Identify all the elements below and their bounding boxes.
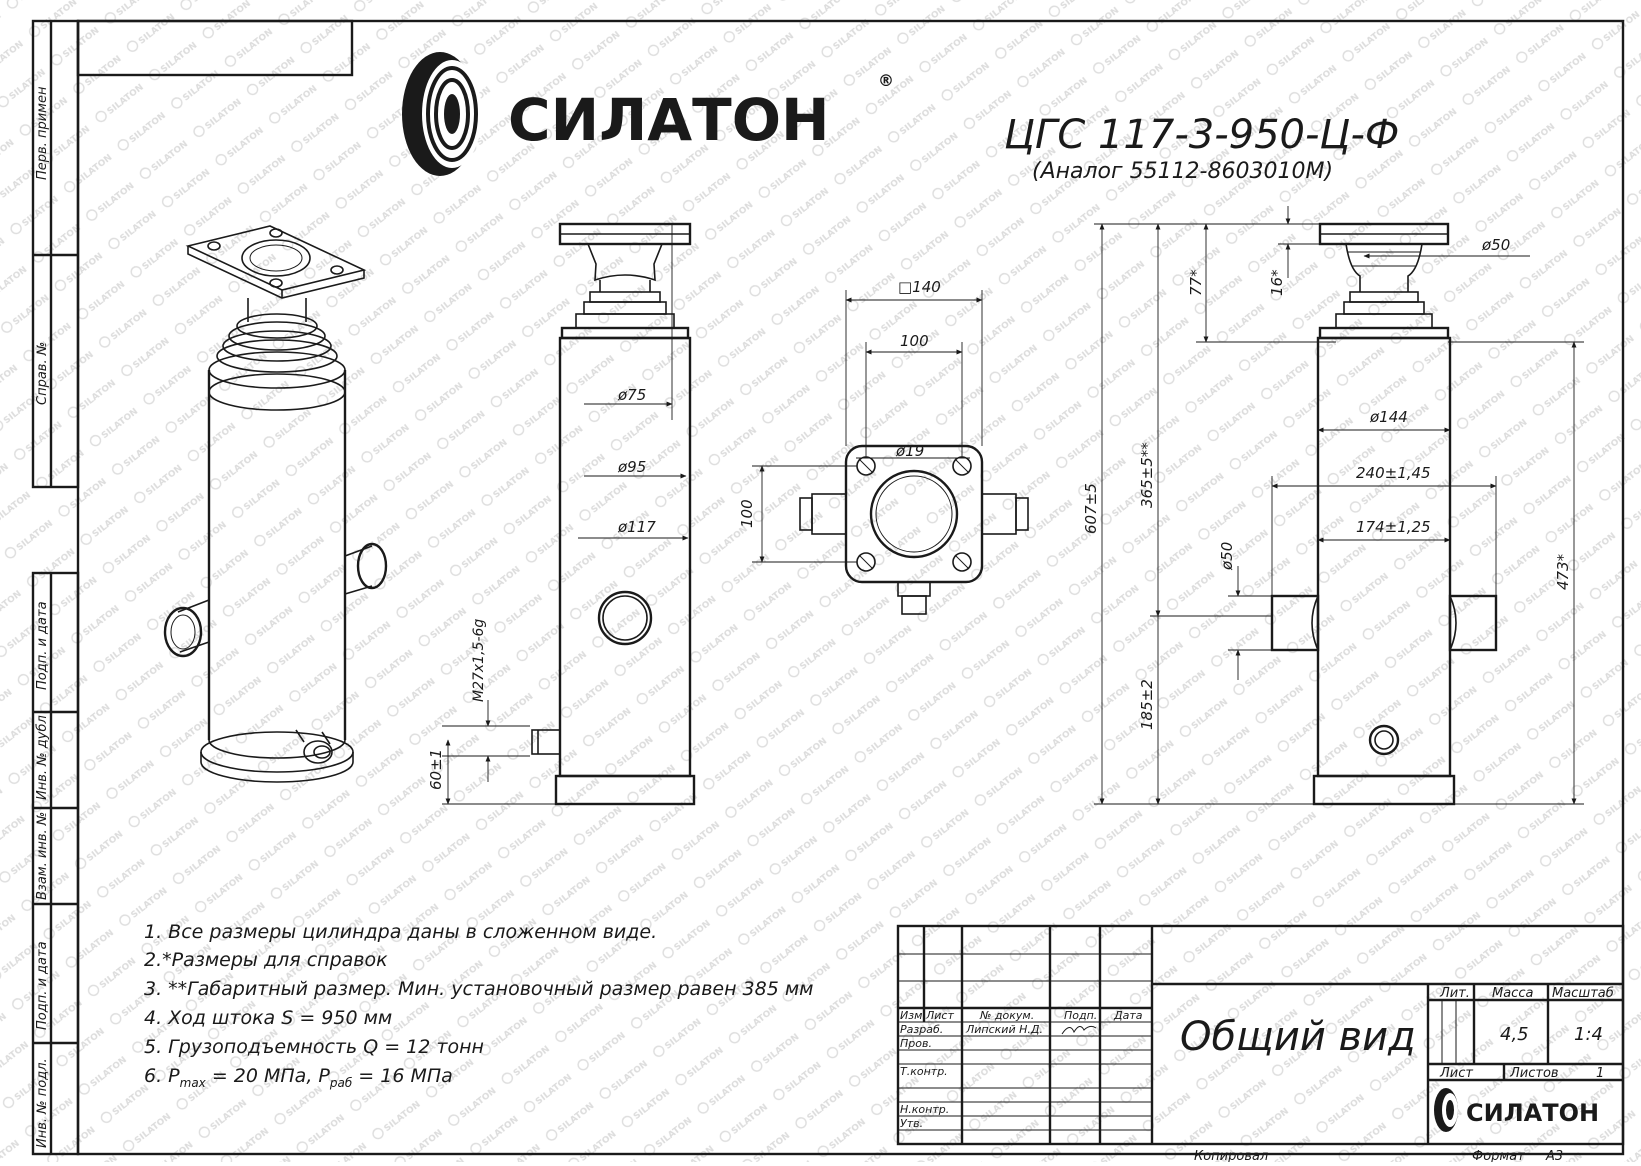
tb-lit-label: Лит.: [1439, 986, 1470, 1001]
side-stamp-label-7: Инв. № подл.: [35, 1058, 50, 1148]
dim-h185: 185±2: [1138, 679, 1156, 730]
note-6-rab-sub: раб: [329, 1076, 353, 1090]
tb-scale-label: Масштаб: [1552, 986, 1614, 1001]
tb-row-developer: Разраб.: [900, 1023, 943, 1036]
side-stamp-label-5: Взам. инв. №: [35, 812, 50, 900]
dim-h77: 77*: [1187, 269, 1205, 296]
technical-notes: 1. Все размеры цилиндра даны в сложенном…: [144, 921, 814, 1090]
note-6-mid: = 20 МПа, P: [206, 1065, 331, 1087]
note-1: 1. Все размеры цилиндра даны в сложенном…: [144, 921, 657, 943]
silaton-logo: СИЛАТОН ®: [402, 52, 894, 176]
tb-header-docnum: № докум.: [979, 1009, 1034, 1022]
tb-mass-label: Масса: [1492, 986, 1533, 1001]
signature-mark: [1061, 1025, 1097, 1035]
logo-ring-icon: [402, 52, 482, 176]
dim-d100-side: 100: [738, 499, 756, 528]
dim-w240: 240±1,45: [1356, 464, 1431, 482]
dim-d100-top: 100: [900, 332, 929, 350]
side-stamp-label-3: Подп. и дата: [35, 601, 50, 690]
note-3: 3. **Габаритный размер. Мин. установочны…: [144, 978, 814, 1000]
tb-row-tcontrol: Т.контр.: [900, 1065, 948, 1078]
tb-mass-value: 4,5: [1500, 1024, 1529, 1045]
note-6-suffix: = 16 МПа: [352, 1065, 453, 1087]
dim-h365: 365±5**: [1138, 442, 1156, 508]
tb-header-list: Лист: [925, 1009, 954, 1022]
tb-scale-value: 1:4: [1574, 1024, 1603, 1045]
dim-d75: ø75: [617, 386, 646, 404]
note-6-max-sub: max: [180, 1076, 207, 1090]
note-2: 2.*Размеры для справок: [144, 949, 388, 971]
front-view: ø75 ø95 ø117 M27x1,5-6g 60±1: [427, 222, 696, 806]
copied-label: Копировал: [1194, 1149, 1268, 1162]
isometric-cylinder-view: [163, 225, 388, 783]
side-stamp: Перв. примен Справ. № Подп. и дата Инв. …: [31, 19, 80, 1156]
dim-h473: 473*: [1554, 553, 1572, 590]
dim-d50-top: ø50: [1481, 236, 1510, 254]
tb-doc-title: Общий вид: [1180, 1014, 1416, 1060]
tb-row-ncontrol: Н.контр.: [900, 1103, 949, 1116]
dim-d95: ø95: [617, 458, 646, 476]
dim-d144: ø144: [1369, 408, 1408, 426]
dim-square-140: □140: [898, 278, 941, 296]
logo-wordmark: СИЛАТОН: [508, 86, 830, 154]
dim-w174: 174±1,25: [1356, 518, 1431, 536]
dim-h60: 60±1: [427, 749, 445, 790]
side-stamp-label-2: Справ. №: [35, 342, 50, 405]
note-5: 5. Грузоподъемность Q = 12 тонн: [144, 1036, 484, 1058]
format-label: Формат: [1472, 1149, 1525, 1162]
note-6-prefix: 6. P: [144, 1065, 180, 1087]
logo-registered-mark: ®: [878, 71, 894, 90]
drawing-title: ЦГС 117-3-950-Ц-Ф: [1004, 112, 1399, 158]
tb-sheets-value: 1: [1596, 1066, 1604, 1081]
dim-thread: M27x1,5-6g: [471, 619, 487, 702]
tb-sheet-label: Лист: [1439, 1066, 1473, 1081]
note-6: 6. Pmax = 20 МПа, Pраб = 16 МПа: [144, 1065, 453, 1090]
dim-h607: 607±5: [1082, 483, 1100, 534]
drawing-subtitle: (Аналог 55112-8603010М): [1032, 159, 1333, 184]
top-view: □140 100 ø19 100: [738, 278, 1029, 615]
tb-row-checked: Пров.: [900, 1037, 932, 1050]
dim-h16: 16*: [1268, 269, 1286, 296]
format-value: А3: [1545, 1149, 1563, 1162]
tb-header-izm: Изм: [900, 1009, 922, 1022]
side-stamp-label-6: Подп. и дата: [35, 941, 50, 1030]
dim-d19: ø19: [895, 442, 924, 460]
tb-logo-wordmark: СИЛАТОН: [1466, 1099, 1599, 1127]
tb-row-approved: Утв.: [900, 1117, 923, 1130]
tb-logo: СИЛАТОН: [1434, 1088, 1599, 1132]
side-stamp-label-4: Инв. № дубл: [35, 715, 50, 800]
dim-d50-side: ø50: [1218, 542, 1236, 571]
title-block: Изм Лист № докум. Подп. Дата Разраб. Лип…: [896, 924, 1625, 1164]
dim-d117: ø117: [617, 518, 656, 536]
side-stamp-label-1: Перв. примен: [35, 86, 50, 180]
tb-header-date: Дата: [1113, 1009, 1143, 1022]
tb-header-sign: Подп.: [1064, 1009, 1097, 1022]
tb-sheets-label: Листов: [1509, 1066, 1559, 1081]
note-4: 4. Ход штока S = 950 мм: [144, 1007, 392, 1029]
side-view: 607±5 365±5** 185±2 77* 16* ø50 ø144 240…: [1082, 206, 1584, 806]
tb-developer-name: Липский Н.Д.: [965, 1023, 1043, 1036]
